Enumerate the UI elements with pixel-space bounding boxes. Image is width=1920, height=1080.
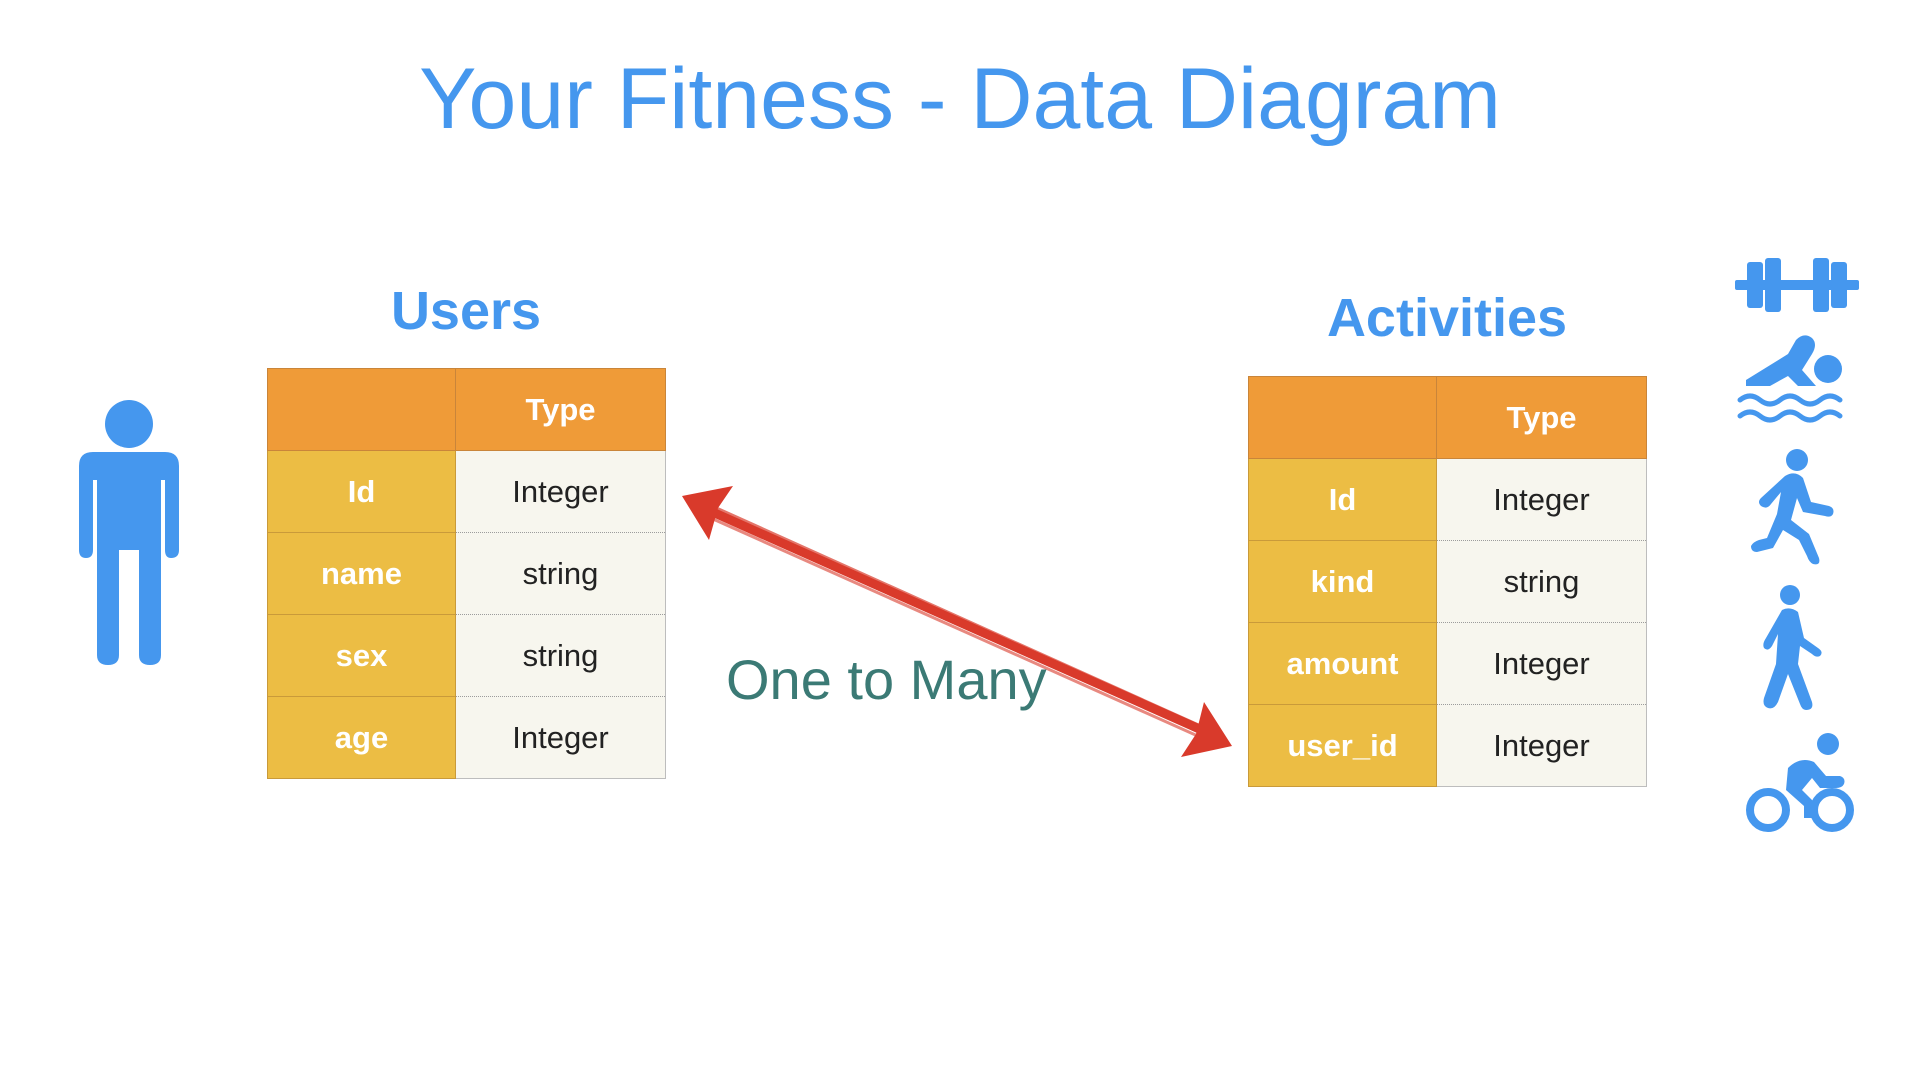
table-row: age Integer bbox=[267, 696, 666, 779]
page-title: Your Fitness - Data Diagram bbox=[419, 51, 1501, 147]
field-type-cell: Integer bbox=[455, 696, 666, 779]
field-name-cell: kind bbox=[1248, 540, 1437, 623]
field-name-cell: sex bbox=[267, 614, 456, 697]
users-heading: Users bbox=[390, 281, 542, 341]
field-type-cell: Integer bbox=[1436, 622, 1647, 705]
table-row: Id Integer bbox=[267, 450, 666, 533]
relation-label: One to Many bbox=[726, 648, 1047, 711]
person-icon bbox=[79, 400, 179, 665]
field-name-cell: name bbox=[267, 532, 456, 615]
table-row: kind string bbox=[1248, 540, 1647, 623]
cyclist-icon bbox=[1746, 733, 1854, 832]
header-cell-field bbox=[267, 368, 456, 451]
walker-icon bbox=[1763, 585, 1822, 710]
field-name-cell: amount bbox=[1248, 622, 1437, 705]
table-row: user_id Integer bbox=[1248, 704, 1647, 787]
header-cell-field bbox=[1248, 376, 1437, 459]
header-cell-type: Type bbox=[455, 368, 666, 451]
dumbbell-icon bbox=[1735, 258, 1859, 312]
field-type-cell: Integer bbox=[1436, 458, 1647, 541]
table-row: Id Integer bbox=[1248, 458, 1647, 541]
table-row: name string bbox=[267, 532, 666, 615]
arrowhead-start bbox=[682, 486, 733, 540]
table-row: amount Integer bbox=[1248, 622, 1647, 705]
field-type-cell: Integer bbox=[1436, 704, 1647, 787]
table-header-row: Type bbox=[267, 368, 666, 451]
activities-table: Type Id Integer kind string amount Integ… bbox=[1248, 376, 1647, 787]
activities-heading: Activities bbox=[1326, 288, 1568, 348]
table-row: sex string bbox=[267, 614, 666, 697]
runner-icon bbox=[1751, 449, 1834, 565]
header-cell-type: Type bbox=[1436, 376, 1647, 459]
users-table: Type Id Integer name string sex string a… bbox=[267, 368, 666, 779]
field-name-cell: Id bbox=[267, 450, 456, 533]
field-type-cell: string bbox=[455, 532, 666, 615]
swimmer-icon bbox=[1737, 335, 1843, 423]
field-type-cell: string bbox=[455, 614, 666, 697]
table-header-row: Type bbox=[1248, 376, 1647, 459]
field-name-cell: Id bbox=[1248, 458, 1437, 541]
arrowhead-end bbox=[1181, 702, 1232, 757]
field-type-cell: Integer bbox=[455, 450, 666, 533]
field-type-cell: string bbox=[1436, 540, 1647, 623]
field-name-cell: user_id bbox=[1248, 704, 1437, 787]
field-name-cell: age bbox=[267, 696, 456, 779]
